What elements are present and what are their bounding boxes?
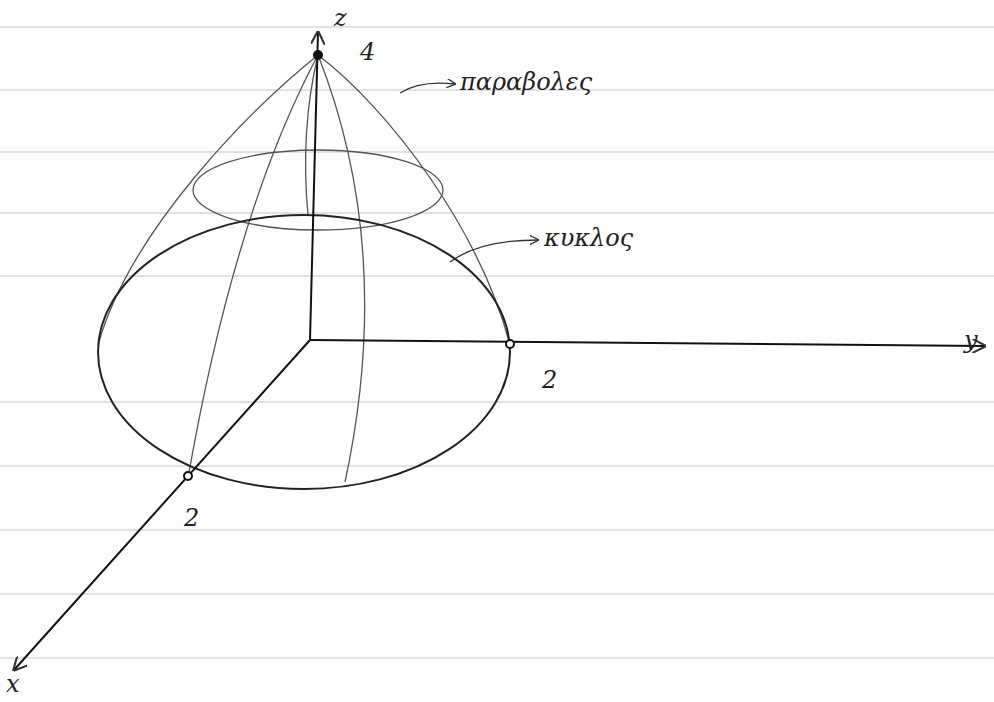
axis-points bbox=[184, 51, 514, 480]
note-label: κυκλος bbox=[544, 226, 633, 250]
base-circle bbox=[98, 215, 510, 489]
ruled-lines bbox=[0, 27, 994, 658]
axis-label: y bbox=[964, 328, 978, 352]
axis-value: 4 bbox=[360, 40, 375, 64]
axis-label: z bbox=[334, 6, 347, 30]
leader-arrows bbox=[400, 83, 538, 262]
axis-value: 2 bbox=[184, 506, 199, 530]
surface bbox=[98, 55, 510, 482]
note-label: παραβολες bbox=[460, 70, 592, 94]
axis-value: 2 bbox=[542, 368, 557, 392]
axes bbox=[14, 32, 985, 670]
axis-label: x bbox=[6, 672, 20, 696]
